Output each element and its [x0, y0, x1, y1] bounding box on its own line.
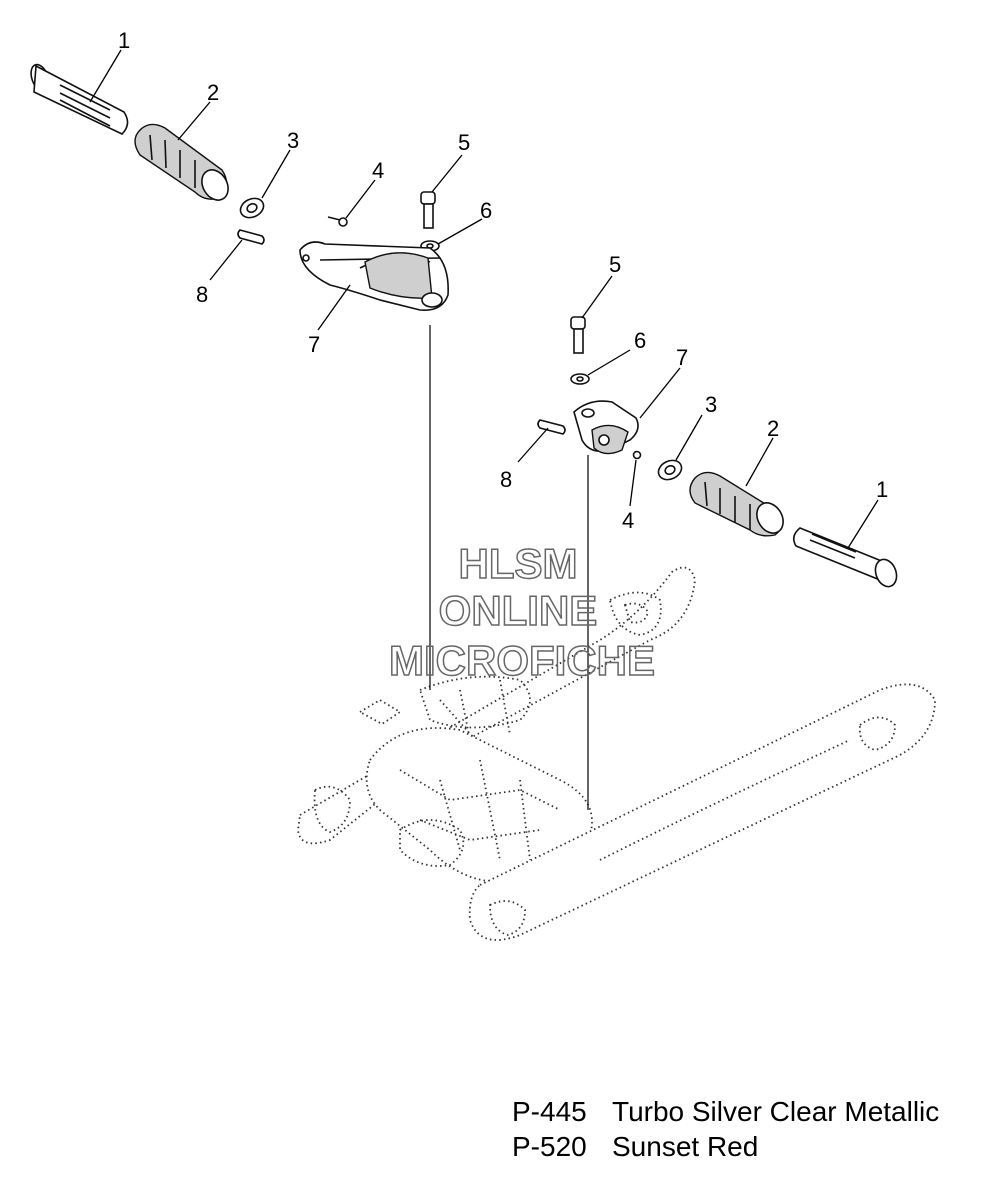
paint-name: Sunset Red — [612, 1131, 759, 1162]
callout-4-left: 4 — [372, 158, 384, 183]
paint-code: P-520 — [512, 1131, 587, 1162]
washer-left-hole — [246, 203, 258, 213]
leader-lines — [89, 49, 879, 549]
callout-6-right: 6 — [634, 328, 646, 353]
watermark: HLSM ONLINE MICROFICHE — [388, 539, 656, 685]
cotter-pin-right — [632, 450, 642, 460]
footrest-rubber-left — [134, 123, 229, 201]
callout-2-left: 2 — [207, 80, 219, 105]
callout-8-left: 8 — [196, 282, 208, 307]
footrest-core-right — [792, 527, 898, 588]
footrest-core-left — [30, 63, 129, 135]
cotter-pin-left — [338, 217, 348, 227]
bolt-right — [570, 316, 586, 354]
paint-code-legend: P-445 Turbo Silver Clear Metallic P-520 Su… — [512, 1094, 992, 1164]
svg-text:MICROFICHE: MICROFICHE — [389, 637, 655, 684]
callout-5-right: 5 — [609, 252, 621, 277]
pin-right — [537, 419, 566, 435]
footrest-bracket-right — [573, 400, 639, 455]
legend-row: P-520 Sunset Red — [512, 1129, 992, 1164]
callout-6-left: 6 — [480, 198, 492, 223]
callout-2-right: 2 — [767, 416, 779, 441]
callout-1-left: 1 — [118, 28, 130, 53]
pin-left — [237, 229, 265, 245]
bolt-left — [420, 191, 436, 229]
footrest-rubber-right — [689, 471, 784, 537]
callout-numbers: 1 2 3 4 5 6 7 8 5 6 7 3 2 1 8 4 — [118, 28, 888, 533]
footrest-bracket-left — [299, 241, 449, 312]
callout-1-right: 1 — [876, 477, 888, 502]
callout-7-right: 7 — [676, 345, 688, 370]
callout-4-right: 4 — [622, 508, 634, 533]
callout-5-left: 5 — [458, 130, 470, 155]
legend-row: P-445 Turbo Silver Clear Metallic — [512, 1094, 992, 1129]
callout-8-right: 8 — [500, 467, 512, 492]
paint-code: P-445 — [512, 1096, 587, 1127]
svg-text:ONLINE: ONLINE — [439, 587, 598, 634]
swingarm-ghost — [297, 566, 936, 941]
callout-3-right: 3 — [705, 392, 717, 417]
callout-7-left: 7 — [308, 332, 320, 357]
paint-name: Turbo Silver Clear Metallic — [612, 1096, 940, 1127]
svg-text:HLSM: HLSM — [459, 540, 578, 587]
callout-3-left: 3 — [287, 128, 299, 153]
